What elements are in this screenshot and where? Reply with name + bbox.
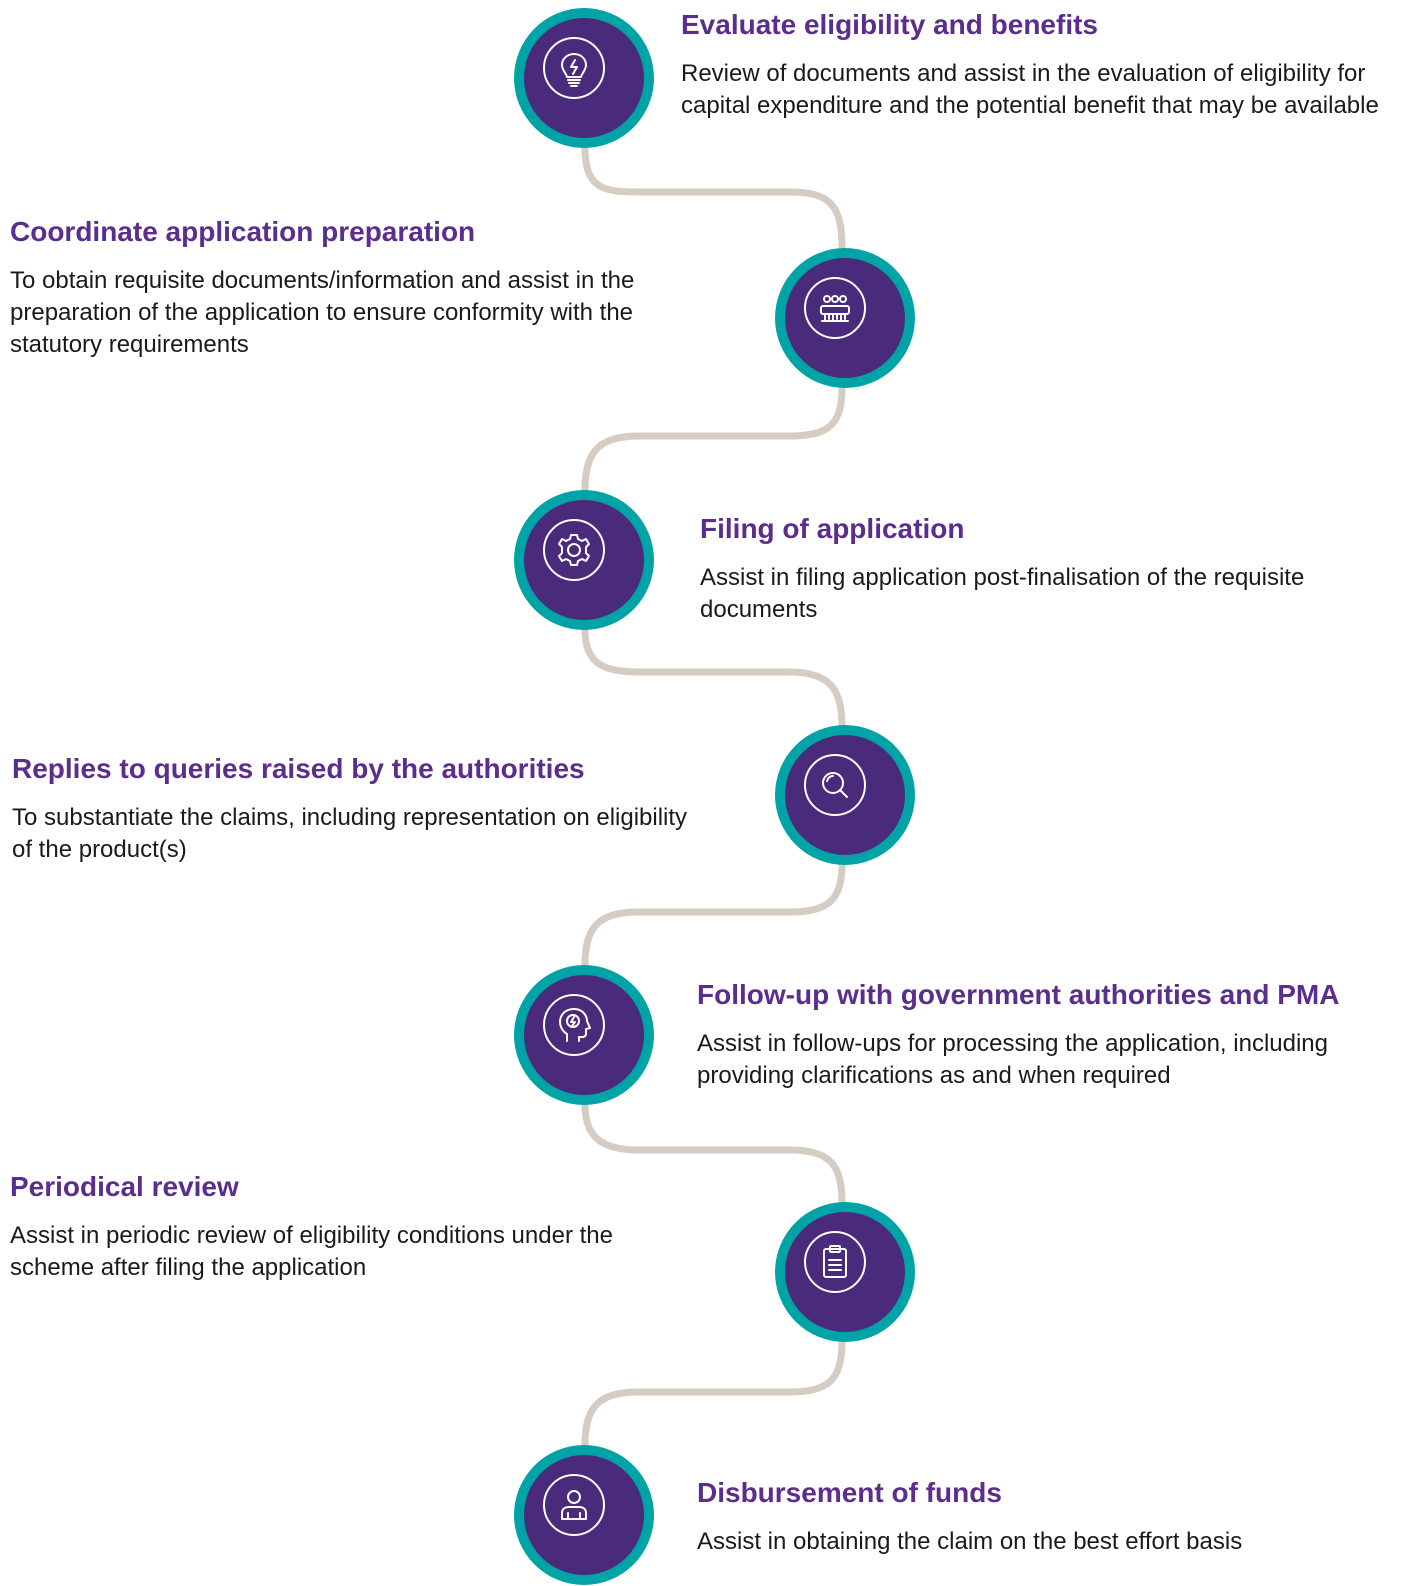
- step-2-node: [775, 248, 915, 388]
- step-2-title: Coordinate application preparation: [10, 216, 476, 247]
- step-2-description: To obtain requisite documents/informatio…: [10, 267, 635, 358]
- head-idea-icon: [559, 1008, 591, 1042]
- step-3-description: Assist in filing application post-finali…: [700, 564, 1305, 623]
- clipboard-icon: [823, 1245, 847, 1278]
- step-5-node: [514, 965, 654, 1105]
- step-4-title: Replies to queries raised by the authori…: [12, 753, 585, 784]
- step-7-title: Disbursement of funds: [697, 1477, 1002, 1508]
- magnifier-icon: [822, 772, 848, 798]
- person-icon: [561, 1490, 587, 1520]
- step-1-title: Evaluate eligibility and benefits: [681, 9, 1098, 40]
- step-4-text: Replies to queries raised by the authori…: [12, 752, 692, 866]
- step-3-node: [514, 490, 654, 630]
- step-3-title: Filing of application: [700, 513, 965, 544]
- step-5-text: Follow-up with government authorities an…: [697, 978, 1407, 1092]
- gear-icon: [558, 534, 590, 566]
- lightbulb-icon: [561, 53, 587, 87]
- step-1-description: Review of documents and assist in the ev…: [681, 60, 1379, 119]
- step-6-title: Periodical review: [10, 1171, 239, 1202]
- step-7-node: [514, 1445, 654, 1585]
- step-3-text: Filing of application Assist in filing a…: [700, 512, 1400, 626]
- step-1-text: Evaluate eligibility and benefits Review…: [681, 8, 1391, 122]
- step-1-node: [514, 8, 654, 148]
- step-6-description: Assist in periodic review of eligibility…: [10, 1222, 613, 1281]
- step-5-description: Assist in follow-ups for processing the …: [697, 1030, 1328, 1089]
- step-6-node: [775, 1202, 915, 1342]
- network-hub-icon: [820, 295, 850, 322]
- step-2-text: Coordinate application preparation To ob…: [10, 215, 730, 361]
- step-4-node: [775, 725, 915, 865]
- step-5-title: Follow-up with government authorities an…: [697, 979, 1340, 1010]
- step-6-text: Periodical review Assist in periodic rev…: [10, 1170, 690, 1284]
- step-7-text: Disbursement of funds Assist in obtainin…: [697, 1476, 1397, 1558]
- step-7-description: Assist in obtaining the claim on the bes…: [697, 1528, 1243, 1555]
- step-4-description: To substantiate the claims, including re…: [12, 804, 688, 863]
